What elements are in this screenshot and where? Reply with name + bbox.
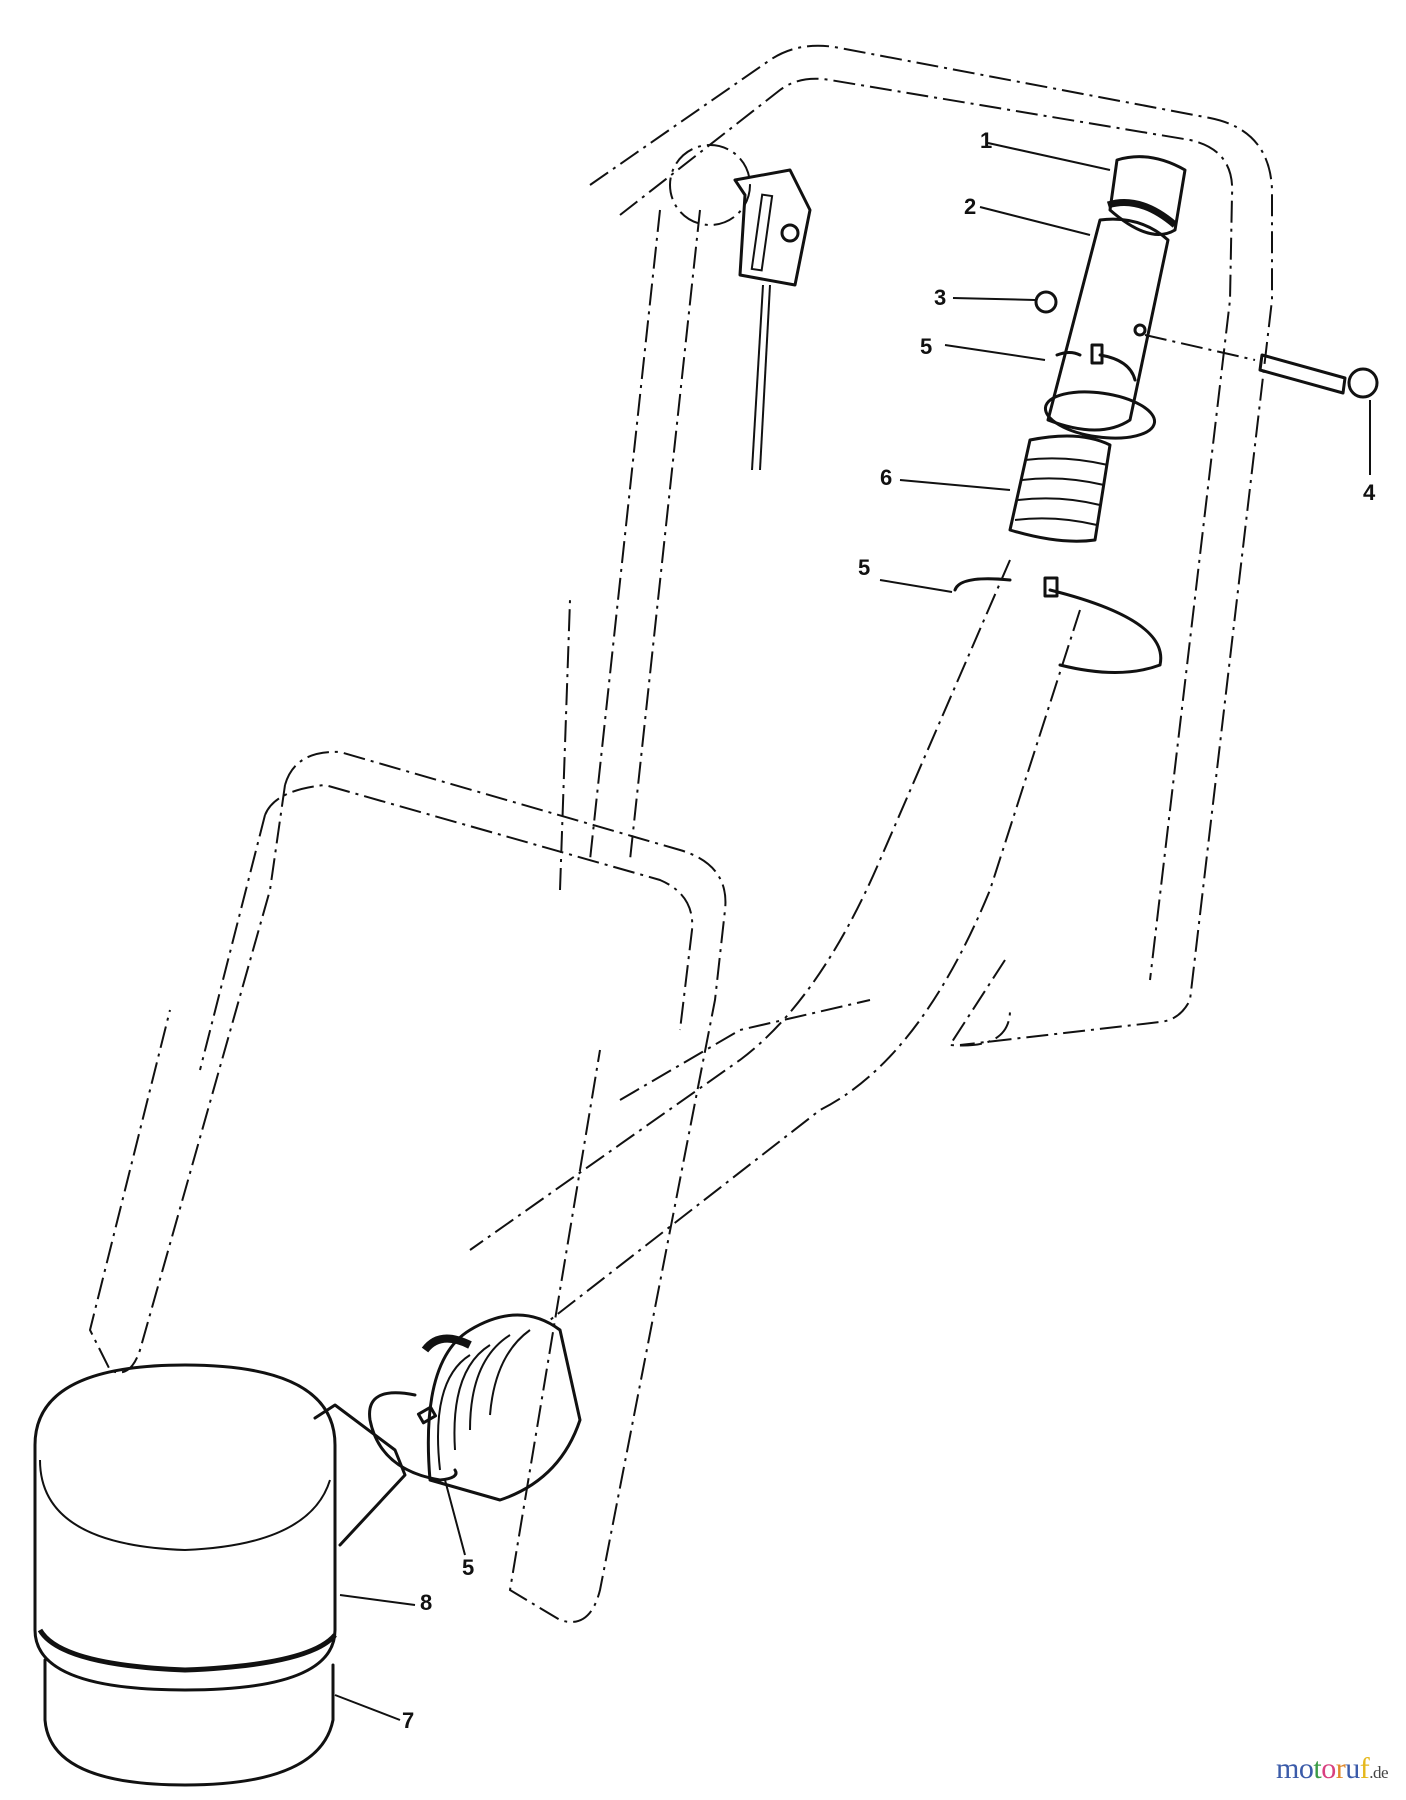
part-4-bolt (1144, 334, 1379, 399)
callout-2: 2 (964, 194, 977, 219)
leader-lines (334, 142, 1371, 1721)
lower-bellows (421, 1313, 582, 1502)
callout-3: 3 (934, 285, 947, 310)
wm-letter: o (1298, 1752, 1314, 1785)
part-8-catcher (33, 1363, 407, 1692)
wm-letter: f (1359, 1752, 1370, 1785)
control-lever (669, 144, 812, 471)
wm-letter: t (1313, 1752, 1322, 1785)
part-6-bellows (1008, 434, 1112, 543)
callout-8: 8 (420, 1590, 433, 1615)
wm-letter: m (1276, 1752, 1299, 1785)
wm-letter: r (1335, 1752, 1346, 1785)
part-5-clamp-upper (1055, 343, 1137, 382)
part-2-tube (1043, 217, 1170, 440)
callout-5-lower: 5 (462, 1555, 475, 1580)
part-7-ring (43, 1658, 335, 1787)
wm-letter: o (1321, 1752, 1336, 1785)
upper-handle (589, 44, 1273, 1047)
lower-handle (88, 599, 871, 1623)
part-3-nut (1034, 290, 1058, 314)
callout-7: 7 (402, 1708, 415, 1733)
callout-6: 6 (880, 465, 893, 490)
callout-5-upper: 5 (920, 334, 933, 359)
watermark-logo: motoruf.de (1276, 1752, 1388, 1786)
wm-letter: u (1345, 1752, 1360, 1785)
chute (469, 559, 1081, 1321)
callout-5-middle: 5 (858, 555, 871, 580)
part-5-clamp-lower (368, 1391, 458, 1482)
part-1-cap (1106, 155, 1187, 236)
callout-1: 1 (980, 128, 993, 153)
callout-4: 4 (1363, 480, 1376, 505)
part-5-clamp-middle (953, 576, 1163, 674)
wm-suffix: .de (1369, 1763, 1388, 1782)
